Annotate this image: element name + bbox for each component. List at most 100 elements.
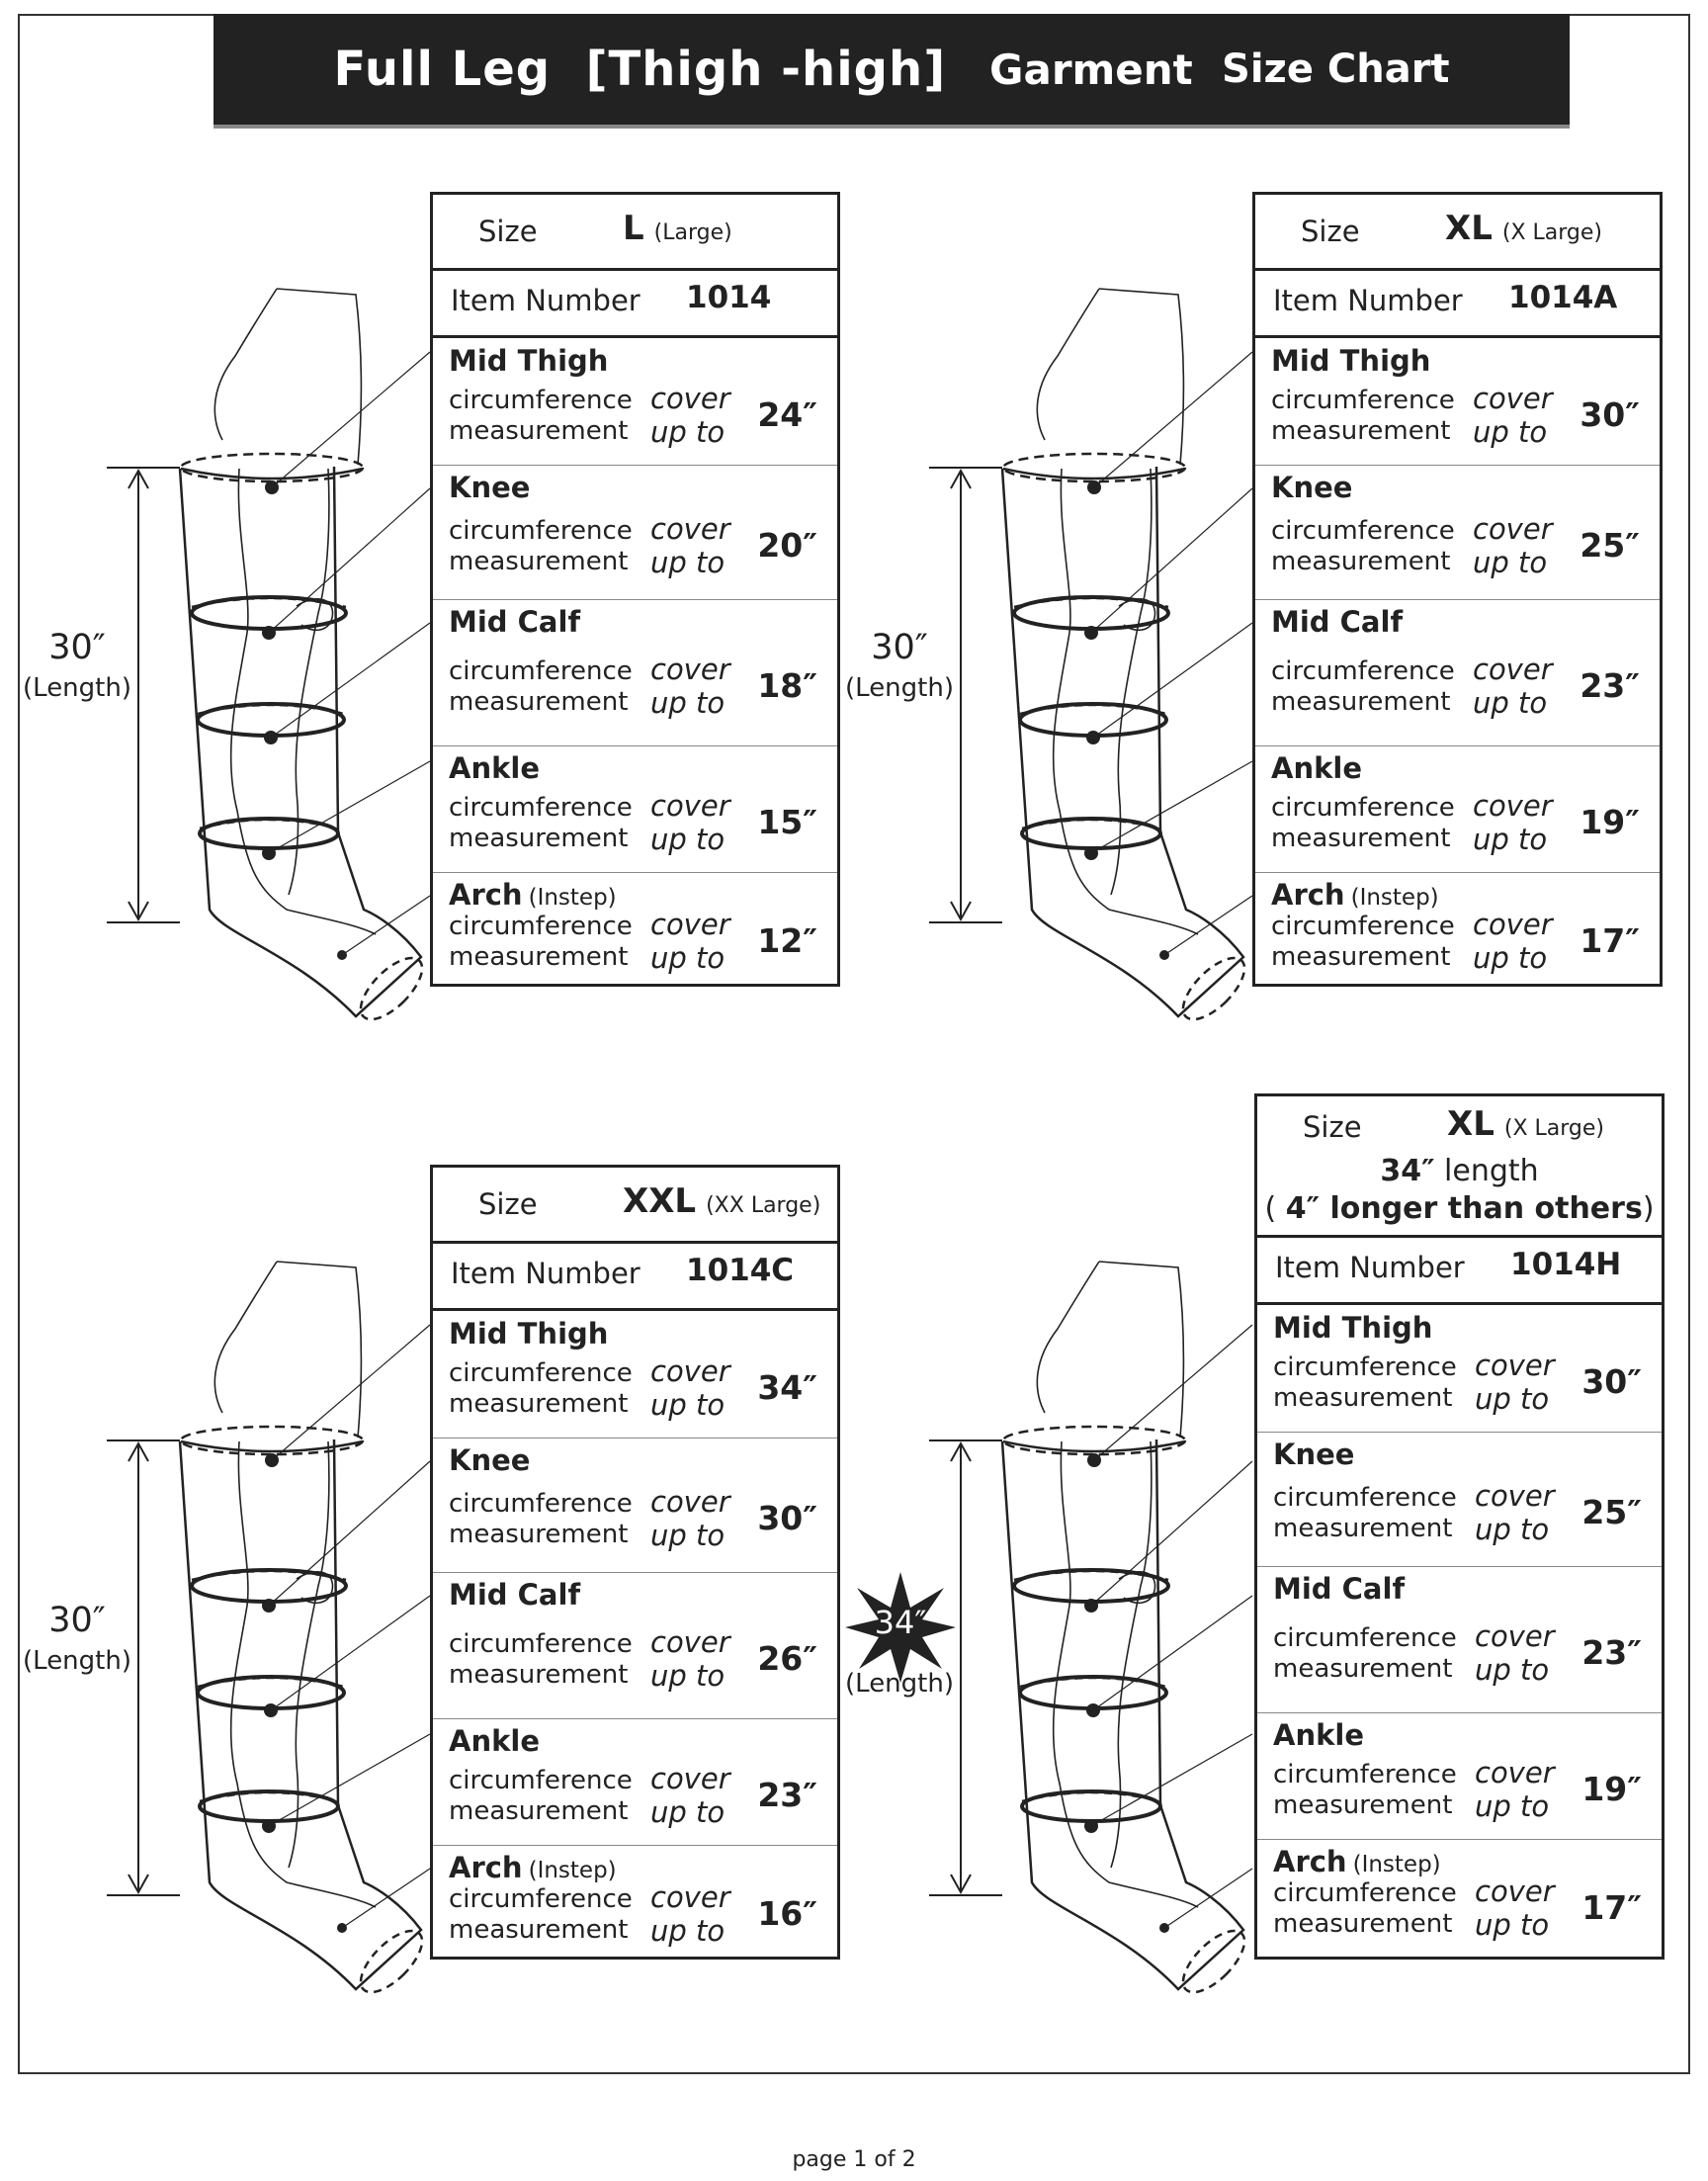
circumference-label: circumference xyxy=(449,1489,633,1519)
max-circumference-value: 15″ xyxy=(757,803,817,841)
measurement-label: measurement xyxy=(449,1389,629,1419)
max-circumference-value: 17″ xyxy=(1581,1888,1642,1927)
leg-length-label: 30″(Length) xyxy=(840,628,959,703)
up-to-label: up to xyxy=(650,1388,726,1422)
cover-label: cover xyxy=(1475,1619,1555,1653)
measurement-label: measurement xyxy=(1271,687,1451,717)
title-garment: Garment xyxy=(989,44,1193,94)
circumference-label: circumference xyxy=(449,1884,633,1914)
circumference-label: circumference xyxy=(1273,1352,1457,1382)
circumference-label: circumference xyxy=(449,1358,633,1388)
up-to-label: up to xyxy=(650,1914,726,1948)
up-to-label: up to xyxy=(1475,1789,1550,1823)
size-code: XXL (XX Large) xyxy=(623,1181,820,1221)
circumference-label: circumference xyxy=(1271,516,1455,546)
item-number-value: 1014 xyxy=(686,280,772,315)
cover-label: cover xyxy=(650,512,730,546)
cover-label: cover xyxy=(650,653,730,686)
point-name: Mid Calf xyxy=(449,1578,581,1612)
cover-label: cover xyxy=(650,789,730,823)
max-circumference-value: 23″ xyxy=(1580,666,1640,705)
instep-label: (Instep) xyxy=(1352,1852,1441,1877)
max-circumference-value: 30″ xyxy=(1580,395,1640,434)
max-circumference-value: 30″ xyxy=(1581,1362,1642,1401)
measurement-label: measurement xyxy=(449,547,629,576)
up-to-label: up to xyxy=(1473,546,1548,579)
size-code-text: L xyxy=(623,209,644,248)
max-circumference-value: 25″ xyxy=(1581,1493,1642,1531)
cover-label: cover xyxy=(1473,382,1553,415)
measurement-label: measurement xyxy=(449,1915,629,1945)
circumference-label: circumference xyxy=(449,1766,633,1795)
size-label: Size xyxy=(1301,215,1360,248)
cover-label: cover xyxy=(650,382,730,415)
item-number-value: 1014H xyxy=(1510,1247,1622,1282)
point-name: Knee xyxy=(1273,1438,1355,1471)
cover-label: cover xyxy=(650,908,730,941)
size-name: (XX Large) xyxy=(706,1193,821,1218)
max-circumference-value: 20″ xyxy=(757,526,817,565)
up-to-label: up to xyxy=(650,1519,726,1552)
circumference-label: circumference xyxy=(1271,386,1455,415)
point-name: Mid Calf xyxy=(1271,605,1404,639)
star-burst-icon xyxy=(845,1572,956,1683)
instep-label: (Instep) xyxy=(528,885,617,911)
up-to-label: up to xyxy=(1475,1382,1550,1416)
point-name: Ankle xyxy=(1271,751,1362,785)
max-circumference-value: 19″ xyxy=(1581,1770,1642,1808)
leg-garment-illustration xyxy=(929,288,1253,1021)
circumference-label: circumference xyxy=(1273,1878,1457,1908)
size-name: (Large) xyxy=(653,220,732,245)
title-banner: Full Leg [Thigh -high] Garment Size Char… xyxy=(214,14,1570,125)
up-to-label: up to xyxy=(1473,941,1548,975)
max-circumference-value: 24″ xyxy=(757,395,817,434)
up-to-label: up to xyxy=(1475,1653,1550,1687)
point-name: Knee xyxy=(449,1443,531,1477)
circumference-label: circumference xyxy=(449,793,633,823)
cover-label: cover xyxy=(1473,653,1553,686)
up-to-label: up to xyxy=(650,1795,726,1829)
item-number-row: Item Number 1014H xyxy=(1257,1235,1662,1305)
size-code: XL(X Large) xyxy=(1445,209,1602,248)
circumference-label: circumference xyxy=(1273,1623,1457,1653)
circumference-label: circumference xyxy=(1273,1483,1457,1513)
max-circumference-value: 26″ xyxy=(757,1639,817,1678)
max-circumference-value: 12″ xyxy=(757,921,817,960)
measurement-label: measurement xyxy=(449,1520,629,1549)
size-label: Size xyxy=(1303,1110,1362,1144)
page-number: page 1 of 2 xyxy=(792,2147,916,2172)
point-name: Knee xyxy=(1271,471,1353,504)
cover-label: cover xyxy=(1473,512,1553,546)
measurement-label: measurement xyxy=(449,824,629,853)
leg-garment-illustration xyxy=(107,1261,431,1994)
up-to-label: up to xyxy=(650,546,726,579)
max-circumference-value: 25″ xyxy=(1580,526,1640,565)
item-number-label: Item Number xyxy=(1275,1251,1465,1284)
item-number-label: Item Number xyxy=(1273,284,1463,317)
size-code-text: XXL xyxy=(623,1181,697,1221)
point-name: Ankle xyxy=(449,1724,540,1758)
point-name: Mid Calf xyxy=(449,605,581,639)
leg-length-value: 30″ xyxy=(48,628,106,667)
circumference-label: circumference xyxy=(1271,793,1455,823)
point-name: Ankle xyxy=(449,751,540,785)
circumference-label: circumference xyxy=(449,386,633,415)
length-line: 34″ length xyxy=(1380,1154,1539,1188)
point-name: Mid Thigh xyxy=(1271,344,1431,378)
leg-garment-illustration xyxy=(929,1261,1253,1994)
size-label: Size xyxy=(478,1187,538,1221)
leg-length-label: 30″(Length) xyxy=(18,1601,136,1676)
circumference-label: circumference xyxy=(1273,1760,1457,1789)
measurement-label: measurement xyxy=(1273,1514,1453,1543)
